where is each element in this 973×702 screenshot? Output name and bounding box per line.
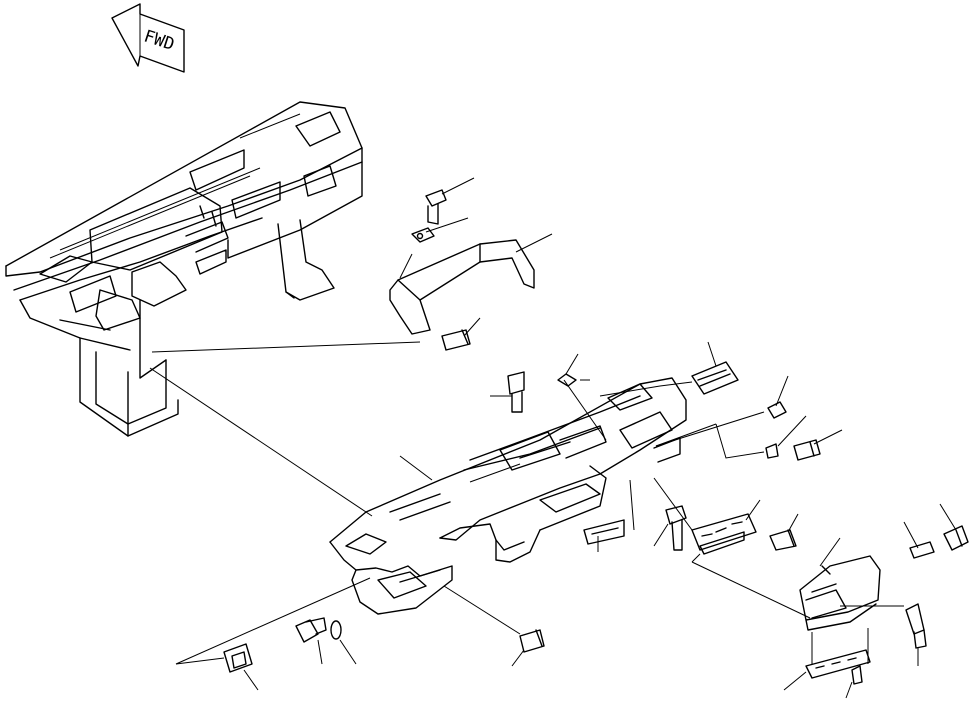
lower-fasteners [223,505,797,673]
assembly-reference-lines [149,341,904,665]
callout-leader-lines [243,177,957,699]
upper-bracket [389,239,535,335]
upper-fasteners [411,189,471,351]
middle-hardware [507,361,821,461]
upper-frame-assembly [5,101,363,437]
right-bracket-assembly [799,525,969,685]
main-lower-assembly [329,377,687,615]
fwd-direction-arrow: FWD [111,3,185,73]
